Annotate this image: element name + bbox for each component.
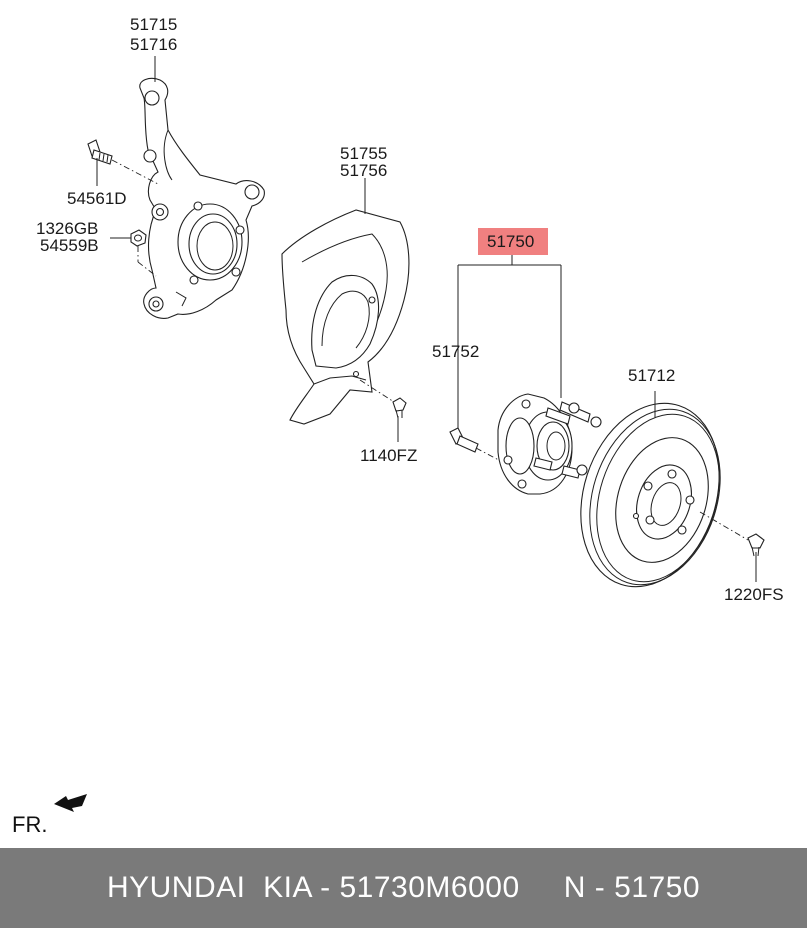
label-hub-assy[interactable]: 51750 [487, 232, 534, 251]
footer-part-number: HYUNDAI KIA - 51730M6000 N - 51750 [106, 871, 701, 904]
label-cover-b: 51756 [340, 161, 387, 180]
label-cover-a: 51755 [340, 144, 387, 163]
front-arrow-icon [54, 794, 87, 812]
label-front: FR. [12, 812, 47, 837]
label-disc: 51712 [628, 366, 675, 385]
brake-disc [580, 402, 721, 588]
label-cover-screw: 1140FZ [360, 446, 417, 465]
label-hub-bolt: 51752 [432, 342, 479, 361]
label-knuckle-b: 51716 [130, 35, 177, 54]
hub-assy-highlight [478, 228, 548, 255]
hub-bolt [449, 427, 479, 453]
label-bolt: 54561D [67, 189, 127, 208]
steering-knuckle [139, 77, 265, 319]
hub-bearing [497, 393, 602, 495]
label-knuckle-a: 51715 [130, 15, 177, 34]
footer-bar: HYUNDAI KIA - 51730M6000 N - 51750 [0, 848, 807, 928]
knuckle-bolt [87, 139, 113, 165]
exploded-parts-diagram: 51715 51716 54561D 1326GB 54559B 51755 5… [12, 15, 784, 837]
cover-screw [392, 397, 407, 419]
label-nut-a: 1326GB [36, 219, 98, 238]
label-disc-screw: 1220FS [724, 585, 784, 604]
label-nut-b: 54559B [40, 236, 99, 255]
disc-screw [747, 533, 765, 557]
knuckle-nut [130, 229, 147, 247]
dust-cover [281, 209, 410, 425]
